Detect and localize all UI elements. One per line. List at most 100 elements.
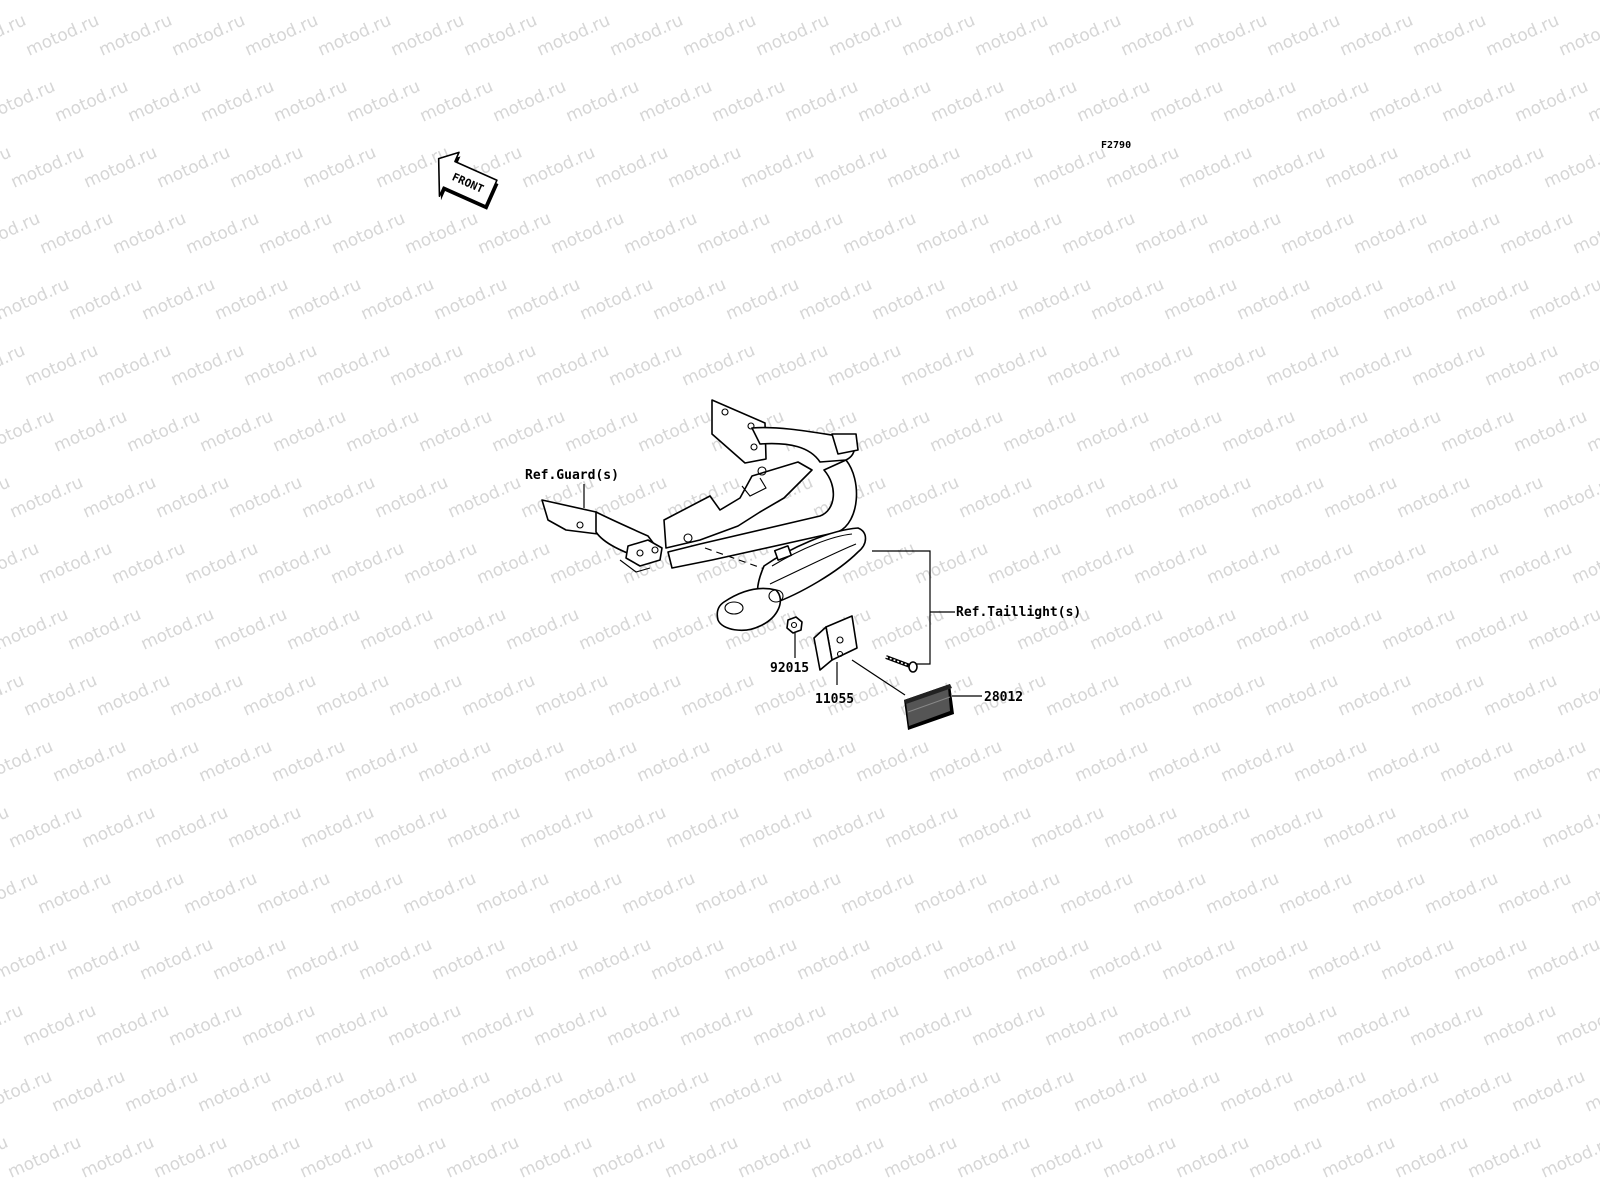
watermark-text: motod.ru xyxy=(780,737,859,787)
watermark-text: motod.ru xyxy=(738,143,817,193)
watermark-text: motod.ru xyxy=(1394,473,1473,523)
watermark-text: motod.ru xyxy=(1013,935,1092,985)
watermark-text: motod.ru xyxy=(344,77,423,127)
watermark-text: motod.ru xyxy=(517,803,596,853)
watermark-text: motod.ru xyxy=(256,209,335,259)
watermark-text: motod.ru xyxy=(227,143,306,193)
watermark-text: motod.ru xyxy=(649,605,728,655)
watermark-text: motod.ru xyxy=(928,77,1007,127)
watermark-text: motod.ru xyxy=(1204,539,1283,589)
watermark-text: motod.ru xyxy=(1465,1133,1544,1183)
watermark-text: motod.ru xyxy=(1496,539,1575,589)
watermark-text: motod.ru xyxy=(621,209,700,259)
watermark-text: motod.ru xyxy=(957,143,1036,193)
watermark-text: motod.ru xyxy=(388,11,467,61)
watermark-text: motod.ru xyxy=(926,737,1005,787)
watermark-text: motod.ru xyxy=(1335,671,1414,721)
watermark-text: motod.ru xyxy=(956,473,1035,523)
watermark-text: motod.ru xyxy=(414,1067,493,1117)
watermark-text: motod.ru xyxy=(502,935,581,985)
watermark-text: motod.ru xyxy=(1436,1067,1515,1117)
watermark-text: motod.ru xyxy=(1480,1001,1559,1051)
watermark-text: motod.ru xyxy=(634,737,713,787)
watermark-text: motod.ru xyxy=(181,869,260,919)
watermark-text: motod.ru xyxy=(400,869,479,919)
label-ref-taillight: Ref.Taillight(s) xyxy=(956,605,1081,620)
watermark-text: motod.ru xyxy=(168,341,247,391)
watermark-text: motod.ru xyxy=(387,341,466,391)
watermark-text: motod.ru xyxy=(212,275,291,325)
watermark-text: motod.ru xyxy=(1583,737,1600,787)
watermark-text: motod.ru xyxy=(707,737,786,787)
watermark-text: motod.ru xyxy=(1290,1067,1369,1117)
watermark-text: motod.ru xyxy=(606,341,685,391)
watermark-text: motod.ru xyxy=(533,341,612,391)
watermark-text: motod.ru xyxy=(1568,869,1600,919)
watermark-text: motod.ru xyxy=(138,605,217,655)
watermark-text: motod.ru xyxy=(1217,1067,1296,1117)
watermark-text: motod.ru xyxy=(52,77,131,127)
watermark-text: motod.ru xyxy=(327,869,406,919)
leader-lines xyxy=(583,484,982,697)
watermark-text: motod.ru xyxy=(971,341,1050,391)
watermark-text: motod.ru xyxy=(881,1133,960,1183)
watermark-text: motod.ru xyxy=(1277,539,1356,589)
watermark-text: motod.ru xyxy=(489,407,568,457)
watermark-text: motod.ru xyxy=(1365,407,1444,457)
watermark-text: motod.ru xyxy=(1407,1001,1486,1051)
watermark-text: motod.ru xyxy=(445,473,524,523)
watermark-text: motod.ru xyxy=(36,539,115,589)
watermark-text: motod.ru xyxy=(167,671,246,721)
watermark-text: motod.ru xyxy=(853,737,932,787)
watermark-text: motod.ru xyxy=(1321,473,1400,523)
watermark-text: motod.ru xyxy=(1395,143,1474,193)
watermark-text: motod.ru xyxy=(1293,77,1372,127)
watermark-text: motod.ru xyxy=(1045,11,1124,61)
watermark-text: motod.ru xyxy=(1144,1067,1223,1117)
watermark-text: motod.ru xyxy=(1582,1067,1600,1117)
watermark-text: motod.ru xyxy=(342,737,421,787)
watermark-text: motod.ru xyxy=(490,77,569,127)
watermark-text: motod.ru xyxy=(679,341,758,391)
watermark-text: motod.ru xyxy=(604,1001,683,1051)
watermark-text: motod.ru xyxy=(1292,407,1371,457)
watermark-text: motod.ru xyxy=(1175,473,1254,523)
watermark-text: motod.ru xyxy=(519,143,598,193)
watermark-text: motod.ru xyxy=(1350,539,1429,589)
watermark-text: motod.ru xyxy=(969,1001,1048,1051)
watermark-text: motod.ru xyxy=(516,1133,595,1183)
watermark-text: motod.ru xyxy=(1483,11,1562,61)
watermark-text: motod.ru xyxy=(430,605,509,655)
watermark-text: motod.ru xyxy=(1100,1133,1179,1183)
watermark-text: motod.ru xyxy=(108,869,187,919)
watermark-text: motod.ru xyxy=(1510,737,1589,787)
watermark-text: motod.ru xyxy=(898,341,977,391)
watermark-text: motod.ru xyxy=(1220,77,1299,127)
watermark-text: motod.ru xyxy=(1337,11,1416,61)
watermark-text: motod.ru xyxy=(401,539,480,589)
watermark-text: motod.ru xyxy=(1073,407,1152,457)
watermark-text: motod.ru xyxy=(226,473,305,523)
watermark-text: motod.ru xyxy=(1117,341,1196,391)
watermark-text: motod.ru xyxy=(1015,275,1094,325)
watermark-text: motod.ru xyxy=(1042,1001,1121,1051)
watermark-text: motod.ru xyxy=(721,935,800,985)
watermark-text: motod.ru xyxy=(341,1067,420,1117)
watermark-text: motod.ru xyxy=(636,77,715,127)
watermark-text: motod.ru xyxy=(1422,869,1501,919)
watermark-text: motod.ru xyxy=(753,11,832,61)
watermark-text: motod.ru xyxy=(7,473,86,523)
watermark-text: motod.ru xyxy=(210,935,289,985)
watermark-text: motod.ru xyxy=(750,1001,829,1051)
watermark-text: motod.ru xyxy=(709,77,788,127)
watermark-text: motod.ru xyxy=(5,1133,84,1183)
watermark-text: motod.ru xyxy=(152,803,231,853)
watermark-text: motod.ru xyxy=(1526,275,1600,325)
watermark-text: motod.ru xyxy=(78,1133,157,1183)
watermark-text: motod.ru xyxy=(196,737,275,787)
watermark-text: motod.ru xyxy=(312,1001,391,1051)
watermark-text: motod.ru xyxy=(0,77,58,127)
watermark-text: motod.ru xyxy=(1262,671,1341,721)
label-part-28012: 28012 xyxy=(984,690,1023,705)
